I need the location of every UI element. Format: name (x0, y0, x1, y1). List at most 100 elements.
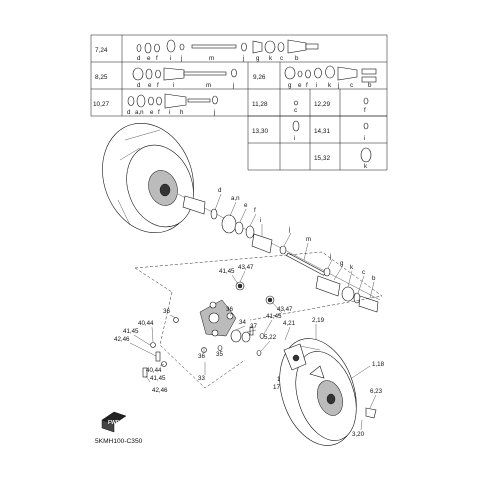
front-wheel-upper (102, 122, 194, 234)
row-label-10-27: 10,27 (93, 101, 109, 108)
svg-text:c: c (350, 82, 353, 89)
svg-text:e: e (148, 82, 152, 89)
svg-text:k: k (269, 55, 273, 62)
svg-text:d: d (127, 109, 131, 116)
svg-text:j: j (329, 253, 331, 260)
svg-text:j: j (213, 109, 215, 116)
cell-14-31-letter: i (364, 135, 365, 142)
svg-text:f: f (156, 55, 158, 62)
svg-text:e: e (150, 109, 154, 116)
svg-text:e: e (298, 82, 302, 89)
svg-text:i: i (169, 109, 170, 116)
knuckle-group (142, 281, 275, 378)
svg-text:m: m (206, 82, 211, 89)
svg-text:41,45: 41,45 (219, 268, 235, 275)
svg-text:j: j (180, 55, 182, 62)
svg-text:m: m (209, 55, 214, 62)
svg-text:a,n: a,n (231, 195, 240, 202)
row-label-11-28: 11,28 (252, 101, 268, 108)
front-wheel-lower (279, 338, 377, 446)
svg-text:37: 37 (250, 323, 257, 330)
svg-text:36: 36 (198, 353, 205, 360)
axle-letters: d a,n e f i j m j g k c b (218, 187, 376, 282)
svg-text:6,23: 6,23 (370, 388, 383, 395)
fwd-label: FWD (108, 420, 120, 426)
svg-text:2,19: 2,19 (312, 317, 325, 324)
svg-text:j: j (288, 226, 290, 233)
row-label-9-26: 9,26 (253, 74, 266, 81)
svg-text:h: h (180, 109, 184, 116)
svg-text:j: j (337, 82, 339, 89)
svg-text:g: g (256, 55, 260, 62)
row-7-24-parts (136, 39, 319, 54)
svg-text:g: g (340, 260, 344, 267)
svg-text:42,46: 42,46 (152, 387, 168, 394)
row-8-25-letters: d e f i m j (137, 82, 234, 89)
row-10-27-parts (127, 93, 218, 109)
svg-text:36: 36 (226, 306, 233, 313)
row-label-8-25: 8,25 (95, 74, 108, 81)
svg-text:f: f (254, 207, 256, 214)
small-cell-parts (292, 97, 372, 163)
svg-text:k: k (328, 82, 332, 89)
svg-text:j: j (232, 82, 234, 89)
fwd-arrow-icon: FWD (101, 411, 127, 433)
svg-text:36: 36 (163, 308, 170, 315)
drive-shaft-assembly (177, 193, 381, 313)
svg-text:f: f (158, 109, 160, 116)
svg-text:41,45: 41,45 (150, 375, 166, 382)
cell-13-30-letter: i (294, 135, 295, 142)
svg-text:k: k (350, 264, 354, 271)
svg-text:34: 34 (239, 319, 246, 326)
svg-text:i: i (170, 55, 171, 62)
svg-text:41,45: 41,45 (266, 313, 282, 320)
row-8-25-parts (132, 67, 237, 81)
cell-11-28-letter: c (294, 107, 297, 114)
svg-text:5,22: 5,22 (264, 334, 277, 341)
row-10-27-letters: d a,n e f i h j (127, 109, 215, 116)
row-9-26-parts (284, 65, 377, 83)
svg-text:43,47: 43,47 (277, 306, 293, 313)
svg-text:4,21: 4,21 (283, 320, 296, 327)
svg-text:f: f (306, 82, 308, 89)
row-9-26-letters: g e f i k j c b (288, 82, 372, 89)
svg-text:i: i (173, 82, 174, 89)
diagram-code: 5KMH100-C350 (95, 438, 143, 445)
axle-leaders (214, 193, 375, 299)
row-label-14-31: 14,31 (314, 128, 330, 135)
svg-text:e: e (147, 55, 151, 62)
row-label-7-24: 7,24 (95, 47, 108, 54)
svg-text:43,47: 43,47 (238, 264, 254, 271)
kit-table (90, 34, 388, 171)
svg-text:3,20: 3,20 (352, 431, 365, 438)
svg-text:40,44: 40,44 (146, 367, 162, 374)
svg-text:42,46: 42,46 (114, 336, 130, 343)
hub-callouts: 43,47 41,45 36 40,44 41,45 42,46 36 33 3… (114, 264, 385, 438)
svg-text:d: d (218, 187, 222, 194)
svg-text:33: 33 (198, 375, 205, 382)
svg-text:f: f (157, 82, 159, 89)
svg-text:b: b (295, 55, 299, 62)
row-label-13-30: 13,30 (252, 128, 268, 135)
svg-text:e: e (244, 202, 248, 209)
svg-text:c: c (280, 55, 283, 62)
svg-text:m: m (306, 236, 311, 243)
svg-text:g: g (288, 82, 292, 89)
svg-text:c: c (362, 269, 365, 276)
svg-text:d: d (137, 55, 141, 62)
svg-text:b: b (368, 82, 372, 89)
svg-text:j: j (242, 55, 244, 62)
cell-15-32-letter: k (364, 163, 368, 170)
cell-12-29-letter: f (364, 107, 366, 114)
row-label-15-32: 15,32 (314, 155, 330, 162)
svg-text:a,n: a,n (135, 109, 144, 116)
row-label-12-29: 12,29 (314, 101, 330, 108)
row-7-24-letters: d e f i j m j g k c b (137, 55, 299, 62)
svg-text:i: i (260, 217, 261, 224)
svg-text:i: i (316, 82, 317, 89)
hub-kit-outline (134, 251, 383, 389)
svg-text:b: b (372, 275, 376, 282)
svg-text:d: d (137, 82, 141, 89)
